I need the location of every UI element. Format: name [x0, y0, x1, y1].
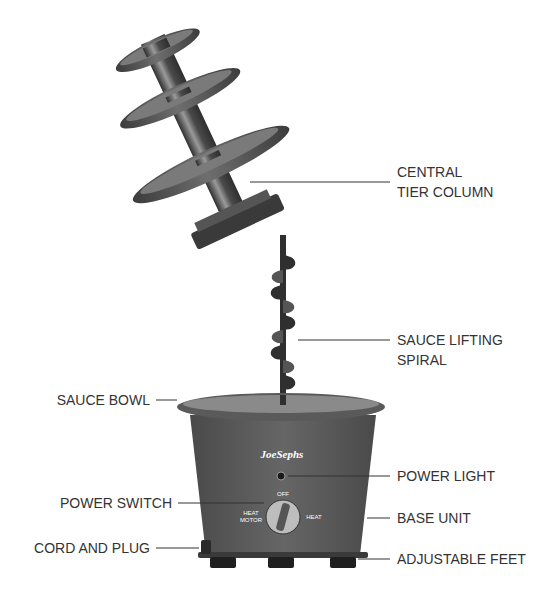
leader-line [288, 476, 390, 477]
column-top [143, 38, 171, 58]
leader-line [358, 559, 390, 560]
leader-lines [156, 182, 390, 559]
knob-grip [276, 502, 291, 531]
bottom-tier-face [137, 121, 282, 202]
cord [201, 540, 211, 554]
switch-label: HEAT MOTOR [239, 510, 263, 524]
part-label: POWER LIGHT [397, 466, 495, 486]
part-label: POWER SWITCH [60, 493, 172, 513]
bowl-rim [177, 393, 385, 421]
spiral-flights [271, 255, 296, 390]
switch-label: HEAT [306, 514, 322, 521]
column-mid [165, 86, 191, 102]
bottom-tier [127, 114, 296, 214]
middle-tier [115, 59, 246, 138]
spiral [271, 235, 296, 405]
switch-knob [266, 500, 300, 534]
leader-line [367, 518, 390, 519]
top-tier-face [118, 25, 196, 70]
base-unit [177, 393, 385, 568]
spiral-foot [280, 395, 286, 405]
switch-label: OFF [277, 491, 289, 498]
base-body [190, 415, 376, 555]
part-label: ADJUSTABLE FEET [397, 549, 526, 569]
bowl-face [183, 395, 379, 413]
part-label: BASE UNIT [397, 508, 471, 528]
part-label: SAUCE LIFTING SPIRAL [397, 330, 504, 370]
column-low [195, 150, 221, 166]
foot [210, 557, 236, 568]
part-label: CENTRAL TIER COLUMN [397, 162, 495, 202]
middle-tier-face [123, 64, 235, 128]
top-tier [111, 21, 204, 80]
leader-line [250, 182, 390, 183]
spiral-back-flights [272, 270, 295, 373]
tier-column [75, 3, 320, 266]
leader-line [156, 400, 177, 401]
part-label: SAUCE BOWL [57, 390, 150, 410]
leader-line [178, 503, 264, 504]
foot [330, 557, 356, 568]
foot [268, 557, 294, 568]
power-light [277, 472, 285, 480]
brand-logo: JoeSephs [261, 448, 304, 461]
leader-line [298, 340, 390, 341]
leader-line [156, 548, 199, 549]
column-base-top [194, 189, 271, 232]
part-label: CORD AND PLUG [34, 538, 150, 558]
